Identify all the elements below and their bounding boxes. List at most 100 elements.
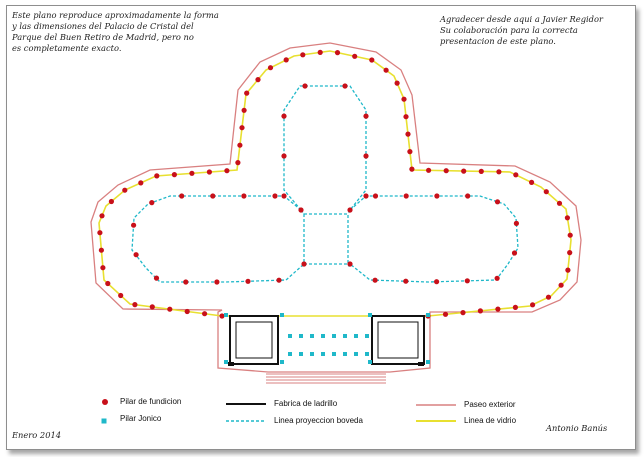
pilares-fundicion-group — [97, 49, 573, 319]
pilar-fundicion — [347, 261, 353, 267]
pilar-fundicion — [477, 308, 483, 314]
pilar-jonico — [343, 352, 347, 356]
legend-linea-boveda-label: Linea proyeccion boveda — [274, 416, 363, 425]
pilar-fundicion — [530, 302, 536, 308]
legend-symbols — [101, 399, 456, 424]
pilar-fundicion — [202, 311, 208, 317]
pilar-fundicion — [512, 304, 519, 310]
pilar-fundicion — [545, 294, 552, 300]
pilar-fundicion — [461, 168, 467, 174]
pilar-fundicion — [403, 114, 409, 120]
pilar-jonico — [343, 334, 347, 338]
pilar-fundicion — [494, 199, 501, 205]
pilar-fundicion — [241, 107, 247, 113]
pilar-jonico — [224, 313, 228, 317]
legend-pilar-fundicion-label: Pilar de fundicion — [120, 397, 182, 406]
pilar-jonico — [365, 352, 369, 356]
pilar-fundicion — [154, 173, 160, 179]
pilar-jonico — [354, 352, 358, 356]
pilar-fundicion — [363, 153, 369, 159]
pilar-fundicion — [179, 193, 185, 199]
pilar-fundicion — [97, 230, 103, 236]
pilar-fundicion — [149, 304, 155, 310]
pilar-fundicion — [131, 222, 137, 228]
legend-pilar-fundicion-symbol — [102, 399, 108, 405]
pilar-fundicion — [302, 83, 308, 89]
pilar-fundicion — [478, 168, 484, 174]
pilar-jonico — [310, 334, 314, 338]
pilar-fundicion — [184, 308, 190, 315]
pilar-fundicion — [244, 90, 250, 96]
pilar-fundicion — [298, 207, 304, 213]
pilar-jonico — [299, 334, 303, 338]
entrance-steps — [266, 373, 386, 384]
note-right-line: Su colaboración para la correcta — [440, 25, 578, 35]
pilar-fundicion — [567, 250, 573, 256]
legend-pilar-jonico-label: Pilar Jonico — [120, 414, 162, 423]
legend-paseo-exterior-label: Paseo exterior — [464, 400, 516, 409]
pilar-fundicion — [138, 180, 144, 186]
pilar-jonico — [321, 352, 325, 356]
pilar-fundicion — [352, 53, 358, 59]
pilar-jonico — [321, 334, 325, 338]
pilar-fundicion — [403, 278, 409, 284]
pilar-fundicion — [494, 275, 500, 281]
pilar-jonico — [332, 352, 336, 356]
pilar-fundicion — [511, 250, 518, 256]
pilar-fundicion — [219, 313, 225, 319]
pilar-jonico — [426, 360, 430, 364]
pilar-fundicion — [132, 302, 138, 308]
fabrica-ladrillo-boxes — [228, 315, 425, 366]
pilar-fundicion — [426, 167, 432, 173]
pilar-fundicion — [245, 278, 251, 284]
pilar-fundicion — [347, 207, 353, 213]
pilar-fundicion — [407, 149, 413, 155]
pilar-fundicion — [171, 172, 177, 178]
pilar-fundicion — [206, 169, 212, 175]
pilar-fundicion — [334, 50, 341, 56]
note-right: Agradecer desde aqui a Javier Regidor Su… — [440, 14, 603, 47]
linea-proyeccion-boveda — [131, 85, 519, 283]
pilar-fundicion — [241, 193, 247, 199]
pilar-fundicion — [401, 96, 407, 102]
paseo-exterior-outline — [90, 42, 582, 373]
pilar-fundicion — [372, 193, 379, 199]
pilar-fundicion — [556, 200, 563, 206]
pilar-fundicion — [283, 57, 289, 63]
pilar-fundicion — [567, 232, 573, 238]
pilar-fundicion — [513, 220, 520, 226]
pilar-fundicion — [235, 160, 241, 166]
pilar-fundicion — [276, 277, 282, 283]
pilar-fundicion — [495, 306, 501, 312]
legend-linea-vidrio-label: Linea de vidrio — [464, 416, 517, 425]
pilar-fundicion — [405, 131, 411, 137]
pilar-fundicion — [99, 213, 105, 219]
pilar-fundicion — [443, 168, 449, 174]
pilar-fundicion — [564, 215, 571, 221]
pilar-fundicion — [300, 52, 306, 58]
pilar-fundicion — [465, 193, 471, 199]
pilar-fundicion — [442, 311, 449, 317]
pilar-fundicion — [267, 65, 274, 71]
pilar-jonico — [310, 352, 314, 356]
pilar-fundicion — [281, 193, 287, 199]
note-right-line: presentacion de este plano. — [440, 36, 556, 46]
pilar-fundicion — [237, 142, 243, 148]
plan-sheet — [6, 5, 636, 450]
pilar-fundicion — [372, 277, 378, 283]
legend-fabrica-ladrillo-label: Fabrica de ladrillo — [274, 399, 338, 408]
linea-vidrio-outline — [98, 50, 572, 317]
pilar-fundicion — [224, 168, 230, 174]
pilar-jonico — [288, 352, 292, 356]
pilar-fundicion — [558, 282, 564, 288]
footer-date: Enero 2014 — [12, 430, 62, 440]
pilar-fundicion — [464, 278, 470, 284]
pilar-fundicion — [214, 279, 220, 285]
footer-author: Antonio Banús — [546, 423, 608, 433]
pilar-fundicion — [108, 198, 114, 205]
pilar-jonico — [354, 334, 358, 338]
pilar-fundicion — [342, 83, 348, 89]
pilar-fundicion — [118, 292, 124, 299]
pilares-jonicos-group — [224, 313, 430, 364]
